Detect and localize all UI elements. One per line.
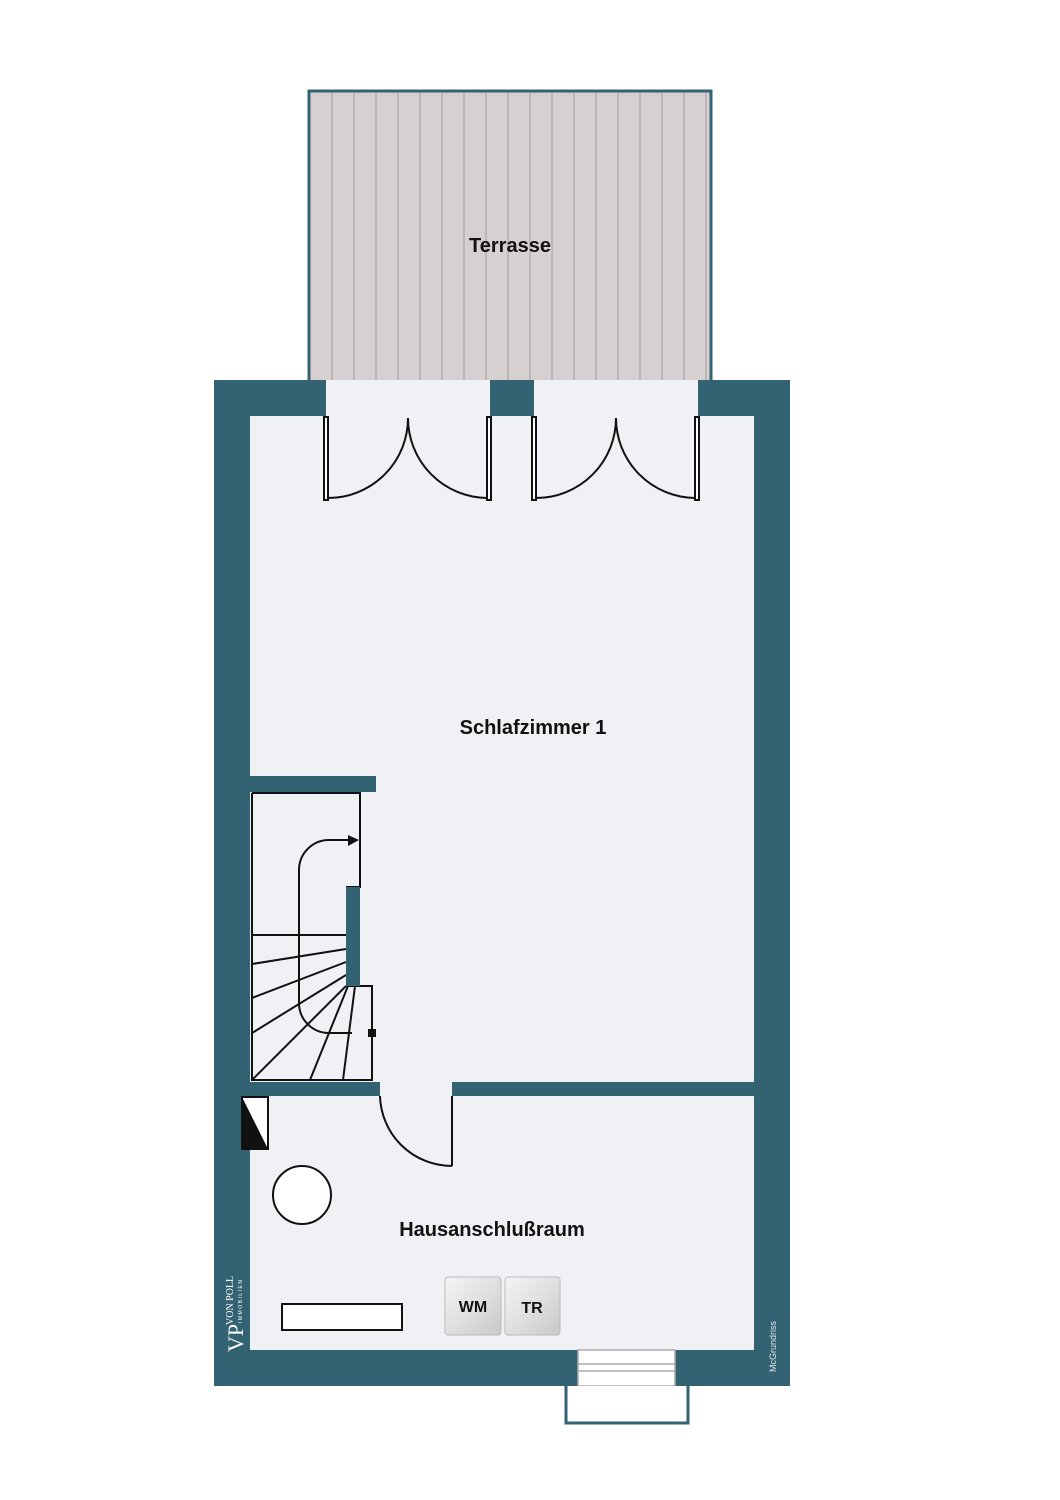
interior-wall [250,776,376,792]
washing-machine: WM [444,1276,502,1336]
von-poll-logo: VP VON POLL IMMOBILIEN [223,1276,248,1352]
terrace-door-left [323,416,492,501]
svg-text:VP: VP [223,1324,248,1352]
credit-label: McGrundriss [768,1320,778,1372]
entrance-steps [564,1349,690,1425]
room-label-terrace: Terrasse [469,235,551,257]
electric-panel [241,1096,269,1150]
svg-text:VON POLL: VON POLL [225,1276,236,1325]
interior-wall [250,1082,380,1096]
floor [250,416,754,1350]
utility-door [379,1095,453,1167]
interior-wall [452,1082,754,1096]
room-label-bedroom: Schlafzimmer 1 [460,717,607,739]
boiler-tank [272,1165,332,1225]
staircase [251,792,373,1081]
washer-label: WM [459,1299,487,1316]
stair-end-marker [368,1029,376,1037]
terrace [307,89,713,401]
terrace-door-right [531,416,700,501]
room-label-utility: Hausanschlußraum [399,1219,585,1241]
radiator [281,1303,403,1331]
dryer-label: TR [521,1300,543,1317]
stair-wall [346,887,360,986]
dryer: TR [504,1276,561,1336]
svg-text:IMMOBILIEN: IMMOBILIEN [238,1279,244,1323]
stair-arrow-icon [348,835,359,846]
